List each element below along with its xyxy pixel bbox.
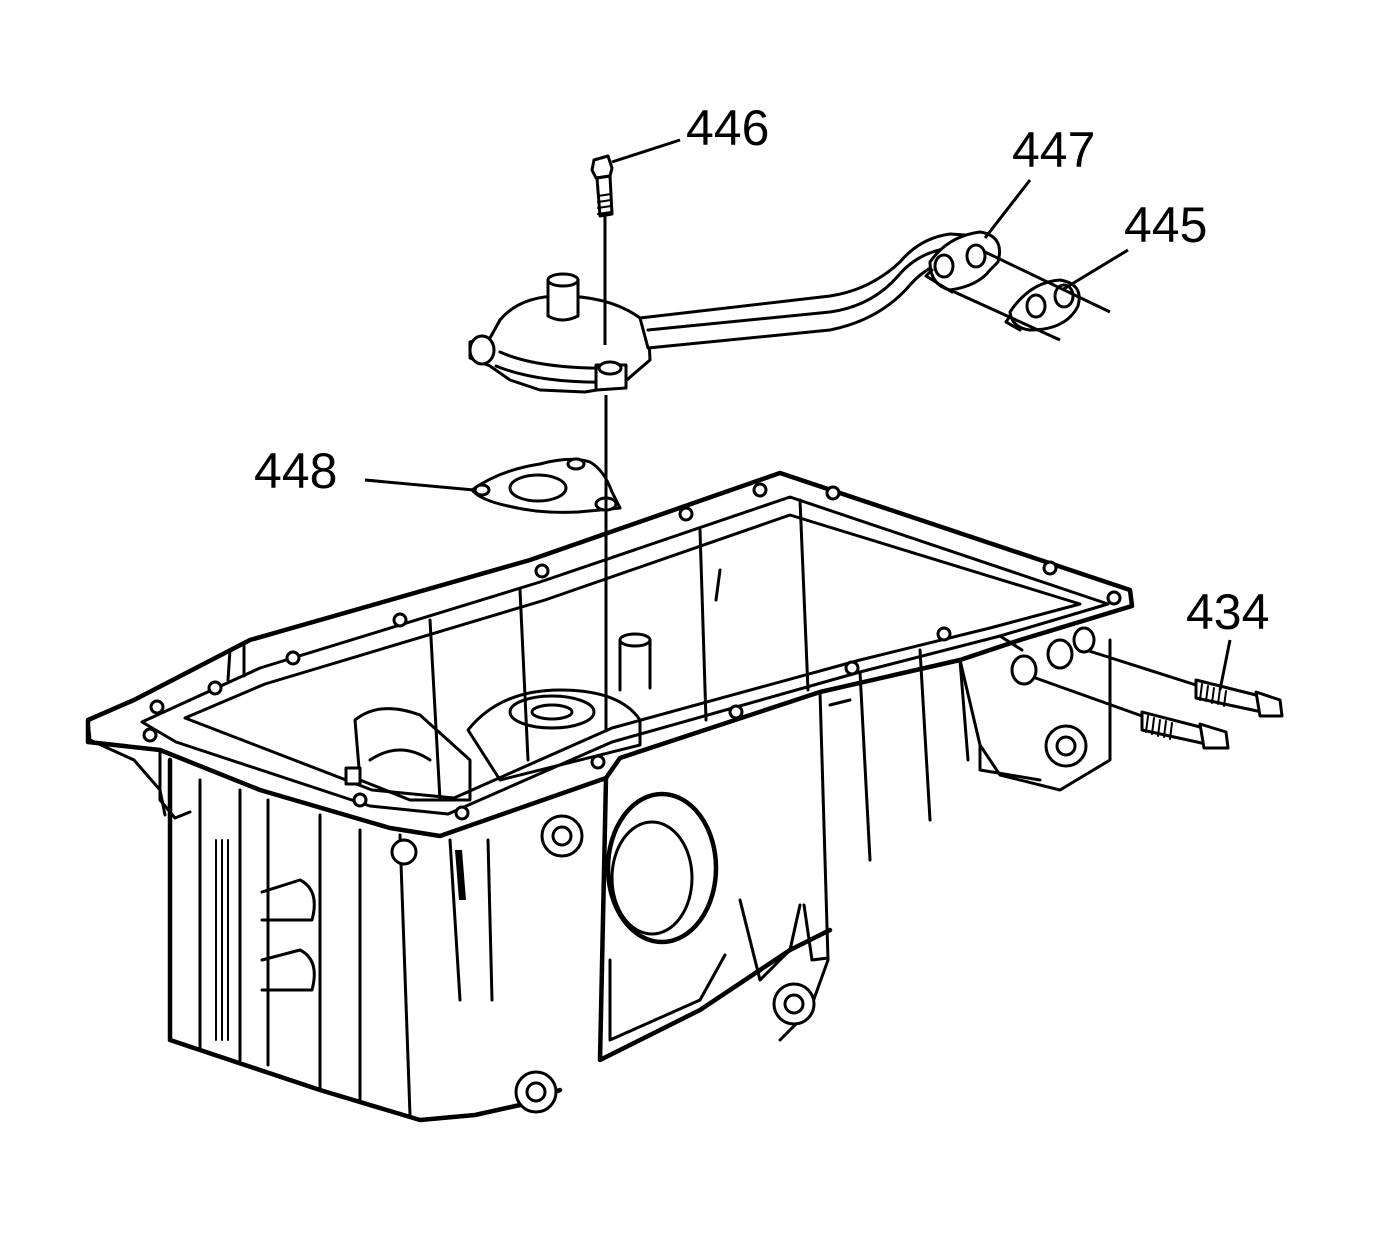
leader-434 (1218, 639, 1232, 691)
callout-447: 447 (1012, 122, 1095, 178)
oil-pan (85, 470, 1135, 1123)
oil-pickup-tube-assembly (468, 230, 1001, 394)
leader-446 (611, 138, 681, 164)
pickup-gasket-448 (470, 457, 622, 514)
bolt-446 (590, 154, 614, 730)
callout-445: 445 (1124, 197, 1207, 253)
leader-447 (983, 179, 1032, 239)
outlet-gasket-445 (1004, 278, 1081, 332)
callout-leaders (364, 138, 1232, 691)
leader-448 (364, 478, 475, 492)
callout-446: 446 (686, 100, 769, 156)
callout-labels: 446 447 445 448 434 (254, 100, 1269, 640)
callout-434: 434 (1186, 584, 1269, 640)
leader-445 (1061, 248, 1129, 292)
bolts-434 (1010, 626, 1284, 750)
callout-448: 448 (254, 443, 337, 499)
